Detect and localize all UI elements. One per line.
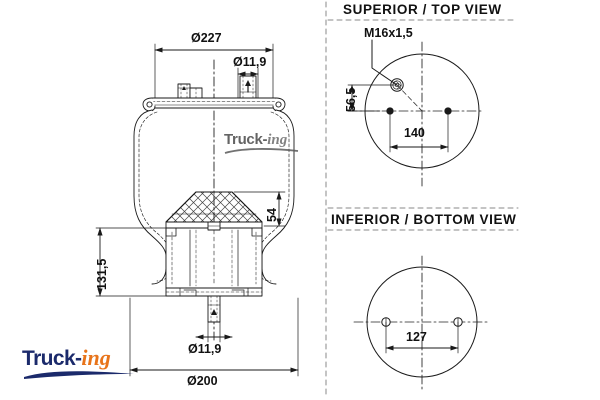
dim-label-top-offset: 56,5: [344, 87, 358, 112]
dim-top-bolt-spacing: [389, 110, 449, 153]
dim-bottom-stud: [195, 321, 233, 343]
logo-swoosh-icon: [24, 371, 134, 379]
dim-bumpstop-height: [233, 191, 286, 227]
logo-text-secondary: ing: [81, 345, 111, 370]
dim-label-top-port: Ø11,9: [233, 55, 267, 69]
top-view-title: SUPERIOR / TOP VIEW: [343, 2, 502, 17]
dim-bottom-bolt-spacing: [385, 321, 459, 354]
dim-label-top-bolt-spacing: 140: [404, 126, 425, 140]
logo-text-primary: Truck-: [22, 347, 82, 370]
brand-logo: Truck-ing: [22, 345, 144, 379]
dim-label-bumpstop-height: 54: [265, 208, 279, 222]
watermark-text-primary: Truck-: [224, 131, 268, 148]
dim-label-bottom-stud: Ø11,9: [188, 342, 222, 356]
dim-piston-height: [95, 227, 169, 297]
bottom-view-title: INFERIOR / BOTTOM VIEW: [331, 212, 517, 227]
watermark-trucking: Truck-ing: [224, 131, 300, 157]
piston-top-stud: [207, 221, 221, 231]
dim-bottom-diameter: [129, 297, 299, 377]
air-fitting-left: [177, 83, 203, 99]
bottom-view-geometry: [353, 255, 491, 391]
dim-top-port: [237, 67, 259, 101]
label-thread-spec: M16x1,5: [364, 26, 413, 40]
air-port-right: [239, 75, 257, 99]
dim-label-bottom-diameter: Ø200: [187, 374, 218, 388]
dim-top-diameter: [154, 43, 274, 101]
piston: [165, 227, 263, 297]
watermark-text-secondary: ing: [267, 132, 288, 148]
dim-label-top-diameter: Ø227: [191, 31, 222, 45]
bellows-left-wall: [133, 109, 167, 285]
dim-top-offset: [347, 84, 398, 112]
bottom-mounting-stud: [207, 295, 221, 323]
dim-label-piston-height: 131,5: [95, 258, 109, 290]
top-view-geometry: [347, 39, 483, 187]
dim-label-bottom-bolt-spacing: 127: [406, 330, 427, 344]
